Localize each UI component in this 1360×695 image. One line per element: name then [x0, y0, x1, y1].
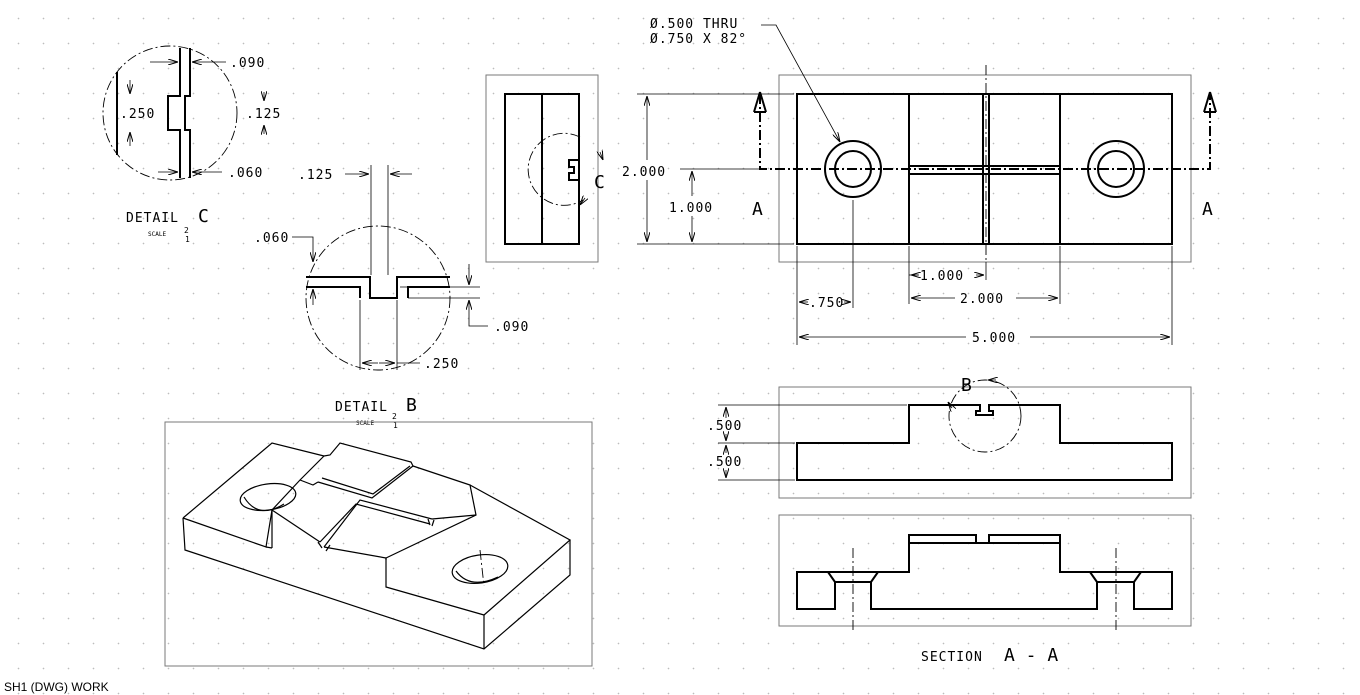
detail-c-view[interactable]: .090 .250 .125 .060 DETAIL C SCALE 2 1: [102, 45, 281, 244]
front-view[interactable]: B .500 .500: [707, 375, 1192, 499]
front-view-outline: [796, 404, 1173, 481]
front-view-frame: [778, 386, 1192, 499]
detail-b-dim-right: .090: [494, 320, 529, 335]
dim-slot-center: 1.000: [920, 269, 964, 284]
detail-b-slot-profile: [306, 276, 450, 299]
status-bar: SH1 (DWG) WORK: [4, 680, 109, 694]
isometric-view[interactable]: [164, 421, 593, 667]
detail-b-scale-num: 2: [392, 412, 397, 421]
section-view[interactable]: SECTION A - A: [778, 514, 1192, 666]
side-view-callout-c: C: [594, 172, 605, 193]
side-view-slot: [568, 159, 579, 181]
dim-pad-height: .500: [707, 419, 742, 434]
side-view-frame: [485, 74, 599, 263]
detail-b-scale-label: SCALE: [356, 420, 374, 427]
detail-b-title: DETAIL: [335, 400, 388, 415]
detail-c-scale-den: 1: [185, 235, 190, 244]
top-view[interactable]: A A Ø.500 THRU Ø.750 X 82° 2.000 1.000 1…: [622, 17, 1217, 346]
detail-c-dim-bottom: .060: [228, 166, 263, 181]
dim-half-height: 1.000: [669, 201, 713, 216]
dim-base-height: .500: [707, 455, 742, 470]
dim-hole-offset: .750: [809, 296, 844, 311]
section-letter-right: A: [1202, 199, 1213, 220]
detail-b-scale-den: 1: [393, 421, 398, 430]
section-view-frame: [778, 514, 1192, 627]
detail-b-letter: B: [406, 395, 417, 416]
isometric-part: [182, 442, 572, 650]
side-view[interactable]: C: [485, 74, 605, 263]
isometric-view-frame: [164, 421, 593, 667]
detail-c-letter: C: [198, 206, 209, 227]
detail-c-title: DETAIL: [126, 211, 179, 226]
section-body: [870, 542, 1098, 610]
detail-c-dim-left: .250: [120, 107, 155, 122]
detail-b-dim-left: .060: [254, 231, 289, 246]
detail-b-dim-bottom: .250: [424, 357, 459, 372]
detail-c-scale-num: 2: [184, 226, 189, 235]
section-view-letters: A - A: [1004, 645, 1058, 666]
hole-note-line-2: Ø.750 X 82°: [650, 32, 747, 47]
side-view-callout-circle: [527, 132, 584, 206]
top-view-frame: [778, 74, 1192, 263]
front-view-callout-b: B: [961, 375, 972, 396]
dim-height: 2.000: [622, 165, 666, 180]
front-view-callout-circle: [948, 379, 1022, 453]
right-hole: [1097, 150, 1135, 188]
section-cut-line: [759, 94, 1211, 170]
hole-note-line-1: Ø.500 THRU: [650, 17, 738, 32]
detail-c-slot-profile: [167, 48, 191, 178]
detail-c-dim-right: .125: [246, 107, 281, 122]
dim-pad-width: 2.000: [960, 292, 1004, 307]
detail-b-dim-top: .125: [298, 168, 333, 183]
detail-b-view[interactable]: .125 .060 .090 .250 DETAIL B SCALE 2 1: [254, 165, 529, 430]
section-pads: [908, 534, 1061, 543]
detail-c-boundary: [102, 45, 238, 181]
section-letter-left: A: [752, 199, 763, 220]
detail-c-scale-label: SCALE: [148, 231, 166, 238]
detail-c-dim-top: .090: [230, 56, 265, 71]
dim-overall: 5.000: [972, 331, 1016, 346]
section-view-label: SECTION: [921, 650, 983, 665]
